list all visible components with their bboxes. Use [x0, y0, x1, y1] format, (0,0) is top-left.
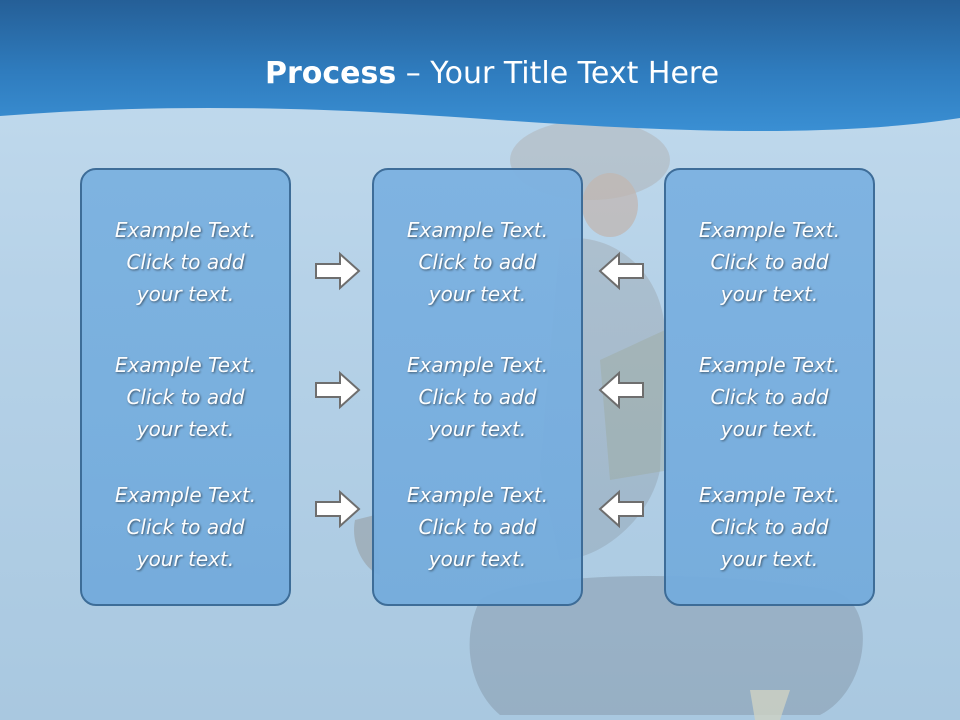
title-banner: [0, 0, 960, 132]
text-item[interactable]: Example Text. Click to add your text.: [374, 349, 581, 445]
text-line: Click to add: [418, 385, 537, 409]
process-box-right[interactable]: Example Text. Click to add your text. Ex…: [664, 168, 875, 606]
text-line: Click to add: [710, 515, 829, 539]
text-line: Example Text.: [114, 353, 257, 377]
text-line: Example Text.: [114, 218, 257, 242]
left-arrow-icon: [598, 489, 644, 529]
process-box-middle[interactable]: Example Text. Click to add your text. Ex…: [372, 168, 583, 606]
text-item[interactable]: Example Text. Click to add your text.: [374, 214, 581, 310]
process-box-left[interactable]: Example Text. Click to add your text. Ex…: [80, 168, 291, 606]
text-line: Example Text.: [698, 483, 841, 507]
text-item[interactable]: Example Text. Click to add your text.: [666, 479, 873, 575]
text-line: Example Text.: [698, 218, 841, 242]
right-arrow-icon: [315, 489, 361, 529]
title-rest: – Your Title Text Here: [396, 56, 720, 91]
right-arrow-icon: [315, 370, 361, 410]
text-line: Example Text.: [698, 353, 841, 377]
text-line: Click to add: [710, 385, 829, 409]
text-line: your text.: [428, 282, 527, 306]
left-arrow-icon: [598, 370, 644, 410]
text-line: your text.: [136, 282, 235, 306]
left-arrow-icon: [598, 251, 644, 291]
text-line: your text.: [136, 417, 235, 441]
text-line: your text.: [720, 282, 819, 306]
text-line: Click to add: [126, 250, 245, 274]
text-item[interactable]: Example Text. Click to add your text.: [666, 214, 873, 310]
text-line: Click to add: [710, 250, 829, 274]
text-line: your text.: [428, 417, 527, 441]
text-line: your text.: [720, 417, 819, 441]
text-line: Example Text.: [406, 218, 549, 242]
text-item[interactable]: Example Text. Click to add your text.: [82, 349, 289, 445]
text-item[interactable]: Example Text. Click to add your text.: [82, 214, 289, 310]
text-line: Click to add: [126, 385, 245, 409]
text-line: your text.: [136, 547, 235, 571]
text-line: Click to add: [418, 250, 537, 274]
text-line: Example Text.: [406, 353, 549, 377]
text-line: your text.: [720, 547, 819, 571]
right-arrow-icon: [315, 251, 361, 291]
text-item[interactable]: Example Text. Click to add your text.: [666, 349, 873, 445]
slide-title[interactable]: Process – Your Title Text Here: [0, 54, 960, 94]
text-line: Example Text.: [406, 483, 549, 507]
text-line: Click to add: [418, 515, 537, 539]
text-line: Example Text.: [114, 483, 257, 507]
title-bold: Process: [264, 56, 397, 91]
text-item[interactable]: Example Text. Click to add your text.: [82, 479, 289, 575]
text-line: your text.: [428, 547, 527, 571]
text-item[interactable]: Example Text. Click to add your text.: [374, 479, 581, 575]
text-line: Click to add: [126, 515, 245, 539]
